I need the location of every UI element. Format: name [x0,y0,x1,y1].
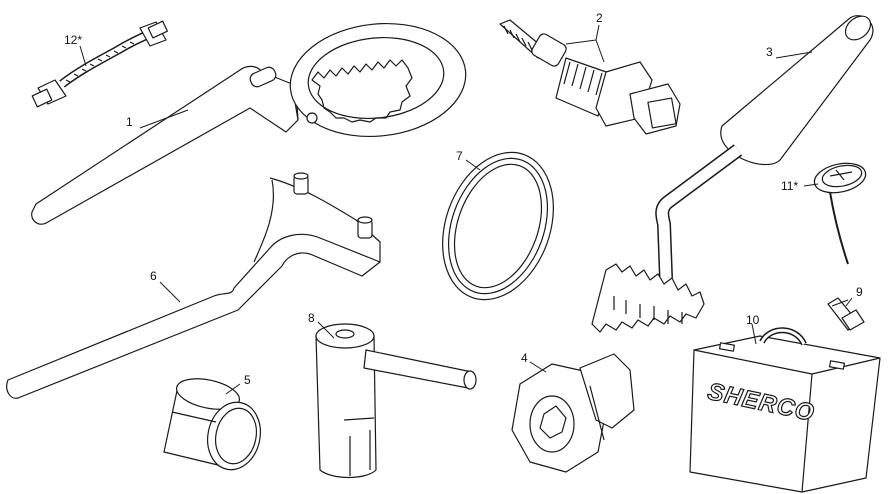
sleeve-bushing-drawing [163,378,261,471]
leader-5 [225,383,241,395]
wiring-harness-drawing [31,20,168,108]
leader-9 [845,297,853,307]
piston-ring-drawing [442,151,554,301]
leader-4 [529,361,547,373]
callout-2: 2 [596,11,603,25]
callout-11: 11* [781,179,799,193]
leader-2c [595,39,605,63]
leader-7 [465,159,481,171]
leader-8 [317,321,335,339]
callout-12: 12* [64,33,83,47]
pressure-gauge-drawing [813,162,867,265]
callout-10: 10 [746,313,760,327]
leader-1 [139,109,189,129]
crank-tool-drawing [591,15,874,333]
t-handle-tool-drawing [315,323,477,479]
pin-spanner-drawing [6,172,381,399]
callout-4: 4 [521,351,528,365]
callout-1: 1 [126,115,133,129]
callout-9: 9 [856,285,863,299]
callout-7: 7 [456,149,463,163]
leader-2a [595,24,600,41]
callout-8: 8 [308,311,315,325]
callout-6: 6 [150,269,157,283]
leader-3 [775,51,813,59]
spark-connector-drawing [827,297,865,331]
strap-wrench-drawing [31,22,467,225]
tool-case-drawing [689,327,881,493]
leader-6 [159,281,181,303]
leader-11 [803,183,819,187]
leader-2b [565,39,597,45]
hex-nut-socket-drawing [511,353,635,473]
leader-10 [751,323,757,345]
threaded-adapter-drawing [499,19,681,135]
callout-5: 5 [244,373,251,387]
leader-12 [79,45,87,67]
callout-3: 3 [766,45,773,59]
